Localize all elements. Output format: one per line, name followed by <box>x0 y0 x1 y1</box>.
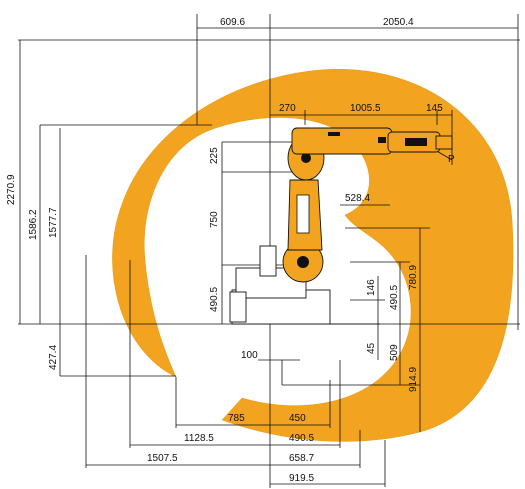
bottom-label-490: 490.5 <box>289 433 314 444</box>
arm-label-270: 270 <box>279 103 296 114</box>
arm-label-145: 145 <box>426 103 443 114</box>
bottom-label-919: 919.5 <box>289 473 314 484</box>
bottom-label-450: 450 <box>289 413 306 424</box>
robot-arm <box>229 127 453 325</box>
label-509: 509 <box>389 344 400 361</box>
bottom-label-658: 658.7 <box>289 453 314 464</box>
top-dim-label-a: 609.6 <box>220 17 245 28</box>
label-780: 780.9 <box>408 265 419 290</box>
label-914: 914.9 <box>408 367 419 392</box>
robot-joint-elbow-hub <box>301 153 311 163</box>
left-dim-lower-label: 427.4 <box>48 345 59 370</box>
robot-base-block <box>259 245 277 277</box>
robot-label-750: 750 <box>209 211 220 228</box>
robot-joint-lower-hub <box>297 256 309 268</box>
bottom-label-785: 785 <box>228 413 245 424</box>
arm-label-1005: 1005.5 <box>350 103 381 114</box>
bottom-label-1507: 1507.5 <box>147 453 178 464</box>
left-dim-v2-label: 1577.7 <box>48 207 59 238</box>
label-490-right: 490.5 <box>389 285 400 310</box>
robot-wrist <box>435 135 453 150</box>
workspace-envelope <box>112 69 514 442</box>
robot-label-225: 225 <box>209 147 220 164</box>
robot-base-side <box>229 291 247 323</box>
robot-upper-detail-2 <box>405 138 427 146</box>
left-dim-total-label: 2270.9 <box>6 174 17 205</box>
bottom-label-1128: 1128.5 <box>184 433 214 444</box>
robot-upper-detail-3 <box>378 137 386 143</box>
robot-label-490: 490.5 <box>209 287 220 312</box>
robot-lower-arm-slot <box>296 194 310 234</box>
label-528: 528.4 <box>345 193 370 204</box>
label-100: 100 <box>241 350 258 361</box>
label-45: 45 <box>366 342 377 354</box>
robot-upper-arm <box>291 127 393 155</box>
robot-upper-detail-1 <box>328 132 340 136</box>
left-dim-v1-label: 1586.2 <box>28 209 39 240</box>
label-146: 146 <box>366 279 377 296</box>
top-dim-label-b: 2050.4 <box>383 17 414 28</box>
